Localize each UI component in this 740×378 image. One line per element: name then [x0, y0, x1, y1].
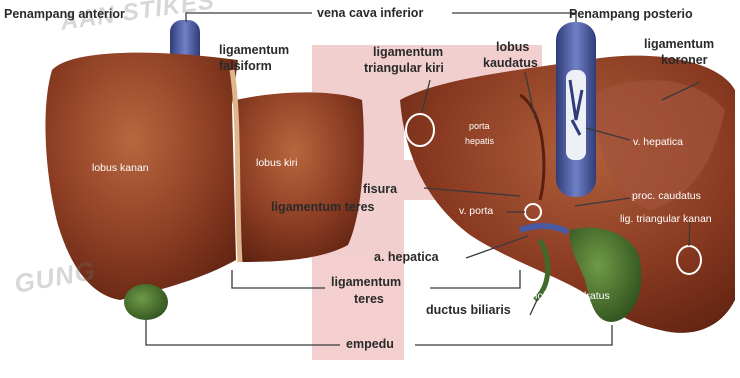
label-v-porta: v. porta: [459, 206, 493, 217]
label-ligamentum-koroner-line2: koroner: [661, 54, 708, 67]
gallbladder-anterior: [124, 284, 168, 320]
label-ligamentum-falsiform-line2: falsiform: [219, 60, 272, 73]
label-lobus-kaudatus-line1: lobus: [496, 41, 529, 54]
label-ligamentum-koroner-line1: ligamentum: [644, 38, 714, 51]
label-ligamentum-falsiform-line1: ligamentum: [219, 44, 289, 57]
label-fisura-line2: ligamentum teres: [271, 201, 375, 214]
label-lobus-kaudatus-line2: kaudatus: [483, 57, 538, 70]
label-lobus-kiri: lobus kiri: [256, 158, 297, 169]
label-lobus-quadratus: lobus quadratus: [535, 291, 610, 302]
label-penampang-posterior: Penampang posterio: [569, 8, 693, 21]
label-triangular-kiri-line1: ligamentum: [373, 46, 443, 59]
label-ductus-biliaris: ductus biliaris: [426, 304, 511, 317]
label-porta-hepatis-line1: porta: [469, 122, 490, 131]
label-lig-triangular-kanan: lig. triangular kanan: [620, 214, 712, 225]
label-triangular-kiri-line2: triangular kiri: [364, 62, 444, 75]
label-penampang-anterior: Penampang anterior: [4, 8, 125, 21]
lobus-kiri-shape: [236, 92, 364, 262]
label-ligamentum-teres-line1: ligamentum: [331, 276, 401, 289]
label-ligamentum-teres-line2: teres: [354, 293, 384, 306]
label-fisura-line1: fisura: [363, 183, 397, 196]
label-a-hepatica: a. hepatica: [374, 251, 439, 264]
label-empedu: empedu: [346, 338, 394, 351]
label-vena-cava-inferior: vena cava inferior: [317, 7, 423, 20]
label-lobus-kanan: lobus kanan: [92, 163, 149, 174]
label-porta-hepatis-line2: hepatis: [465, 137, 494, 146]
label-v-hepatica: v. hepatica: [633, 137, 683, 148]
label-proc-caudatus: proc. caudatus: [632, 191, 701, 202]
